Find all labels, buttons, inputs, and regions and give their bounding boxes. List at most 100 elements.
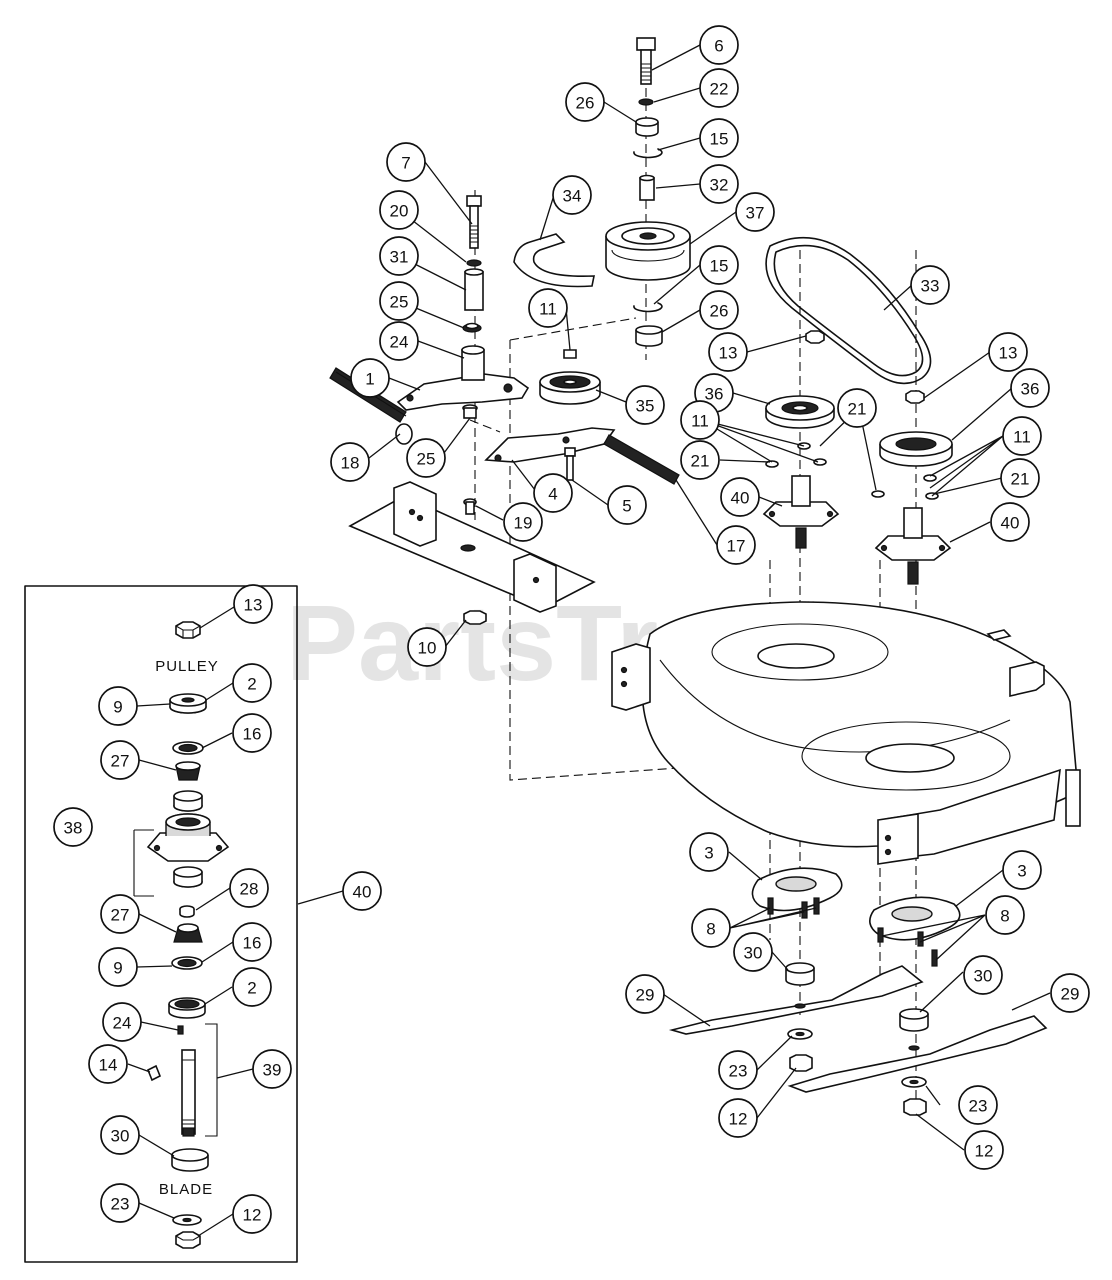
inset-nut-12 (175, 1231, 201, 1249)
spacer-26 (635, 117, 659, 137)
mower-deck (611, 601, 1081, 865)
blade-label: BLADE (159, 1181, 213, 1198)
callout-number: 26 (710, 302, 729, 321)
spindle-assembly-40-left (762, 475, 840, 549)
callout-part-40: 40 (342, 871, 382, 911)
callout-part-6: 6 (699, 25, 739, 65)
callout-part-32: 32 (699, 164, 739, 204)
callout-part-4: 4 (533, 473, 573, 513)
callout-part-40: 40 (990, 502, 1030, 542)
callout-number: 12 (729, 1110, 748, 1129)
inset-nut-13 (175, 621, 201, 639)
callout-number: 2 (247, 675, 256, 694)
callout-part-30: 30 (100, 1115, 140, 1155)
callout-number: 30 (744, 944, 763, 963)
idler-mounting-plate (348, 481, 596, 613)
callout-part-24: 24 (379, 321, 419, 361)
callout-number: 34 (563, 187, 582, 206)
inset-lower-cup (173, 866, 203, 888)
drive-belt-33 (765, 236, 932, 385)
spindle-pulley-36-right (879, 390, 953, 467)
callout-part-20: 20 (379, 190, 419, 230)
callout-part-38: 38 (53, 807, 93, 847)
callout-number: 14 (99, 1056, 118, 1075)
lock-washer-22 (638, 98, 654, 106)
callout-part-29: 29 (1050, 973, 1090, 1013)
callout-number: 16 (243, 725, 262, 744)
callout-number: 31 (390, 248, 409, 267)
mower-blade-29-left (668, 965, 924, 1035)
callout-number: 9 (113, 959, 122, 978)
callout-part-34: 34 (552, 175, 592, 215)
inset-pulley-2 (169, 693, 207, 714)
callout-number: 8 (1000, 907, 1009, 926)
callout-number: 4 (548, 485, 557, 504)
callout-part-12: 12 (718, 1098, 758, 1138)
callout-part-21: 21 (837, 388, 877, 428)
callout-number: 21 (691, 452, 710, 471)
callout-number: 33 (921, 277, 940, 296)
double-pulley-37 (605, 221, 691, 281)
callout-number: 36 (705, 385, 724, 404)
callout-part-27: 27 (100, 740, 140, 780)
retaining-ring-15 (633, 148, 663, 159)
callout-number: 15 (710, 257, 729, 276)
callout-number: 3 (704, 844, 713, 863)
callout-number: 36 (1021, 380, 1040, 399)
callout-number: 29 (1061, 985, 1080, 1004)
spacer-26b (635, 325, 663, 347)
callout-part-25: 25 (406, 438, 446, 478)
callout-part-3: 3 (689, 832, 729, 872)
callout-part-1: 1 (350, 358, 390, 398)
callout-number: 15 (710, 130, 729, 149)
callout-number: 2 (247, 979, 256, 998)
callout-part-12: 12 (232, 1194, 272, 1234)
flange-bushing-25 (462, 322, 482, 333)
inset-bearing-27b (173, 923, 203, 943)
callout-number: 6 (714, 37, 723, 56)
callout-number: 10 (418, 639, 437, 658)
callout-part-2: 2 (232, 967, 272, 1007)
callout-part-30: 30 (963, 955, 1003, 995)
callout-number: 16 (243, 934, 262, 953)
callout-number: 21 (848, 400, 867, 419)
hardware-bolts-11-21 (765, 442, 939, 500)
callout-number: 11 (1013, 428, 1031, 447)
inset-seal-16 (172, 741, 204, 755)
callout-part-36: 36 (1010, 368, 1050, 408)
callout-number: 11 (691, 412, 709, 431)
callout-number: 21 (1011, 470, 1030, 489)
callout-number: 12 (243, 1206, 262, 1225)
callout-part-8: 8 (691, 908, 731, 948)
callout-number: 12 (975, 1142, 994, 1161)
callout-number: 17 (727, 537, 746, 556)
inset-spacer-30 (171, 1148, 209, 1172)
callout-part-35: 35 (625, 385, 665, 425)
blade-spacer-30-left (785, 962, 815, 986)
washer-20 (466, 259, 482, 267)
callout-part-8: 8 (985, 895, 1025, 935)
callout-part-16: 16 (232, 922, 272, 962)
callout-number: 28 (240, 880, 259, 899)
inset-bearing-27 (175, 761, 201, 781)
callout-number: 40 (353, 883, 372, 902)
callout-part-5: 5 (607, 485, 647, 525)
callout-part-15: 15 (699, 245, 739, 285)
inset-frame (24, 585, 298, 1263)
callout-part-25: 25 (379, 281, 419, 321)
extension-spring-17 (603, 434, 680, 485)
callout-number: 7 (401, 154, 410, 173)
callout-part-22: 22 (699, 68, 739, 108)
callout-part-3: 3 (1002, 850, 1042, 890)
inset-key-24 (177, 1025, 184, 1035)
callout-number: 11 (539, 300, 557, 319)
callout-part-23: 23 (718, 1050, 758, 1090)
callout-part-10: 10 (407, 627, 447, 667)
callout-number: 13 (999, 344, 1018, 363)
callout-part-17: 17 (716, 525, 756, 565)
callout-part-13: 13 (988, 332, 1028, 372)
inset-seal-16b (171, 956, 203, 970)
bolt-19 (463, 498, 477, 515)
bolt-6 (636, 37, 656, 85)
